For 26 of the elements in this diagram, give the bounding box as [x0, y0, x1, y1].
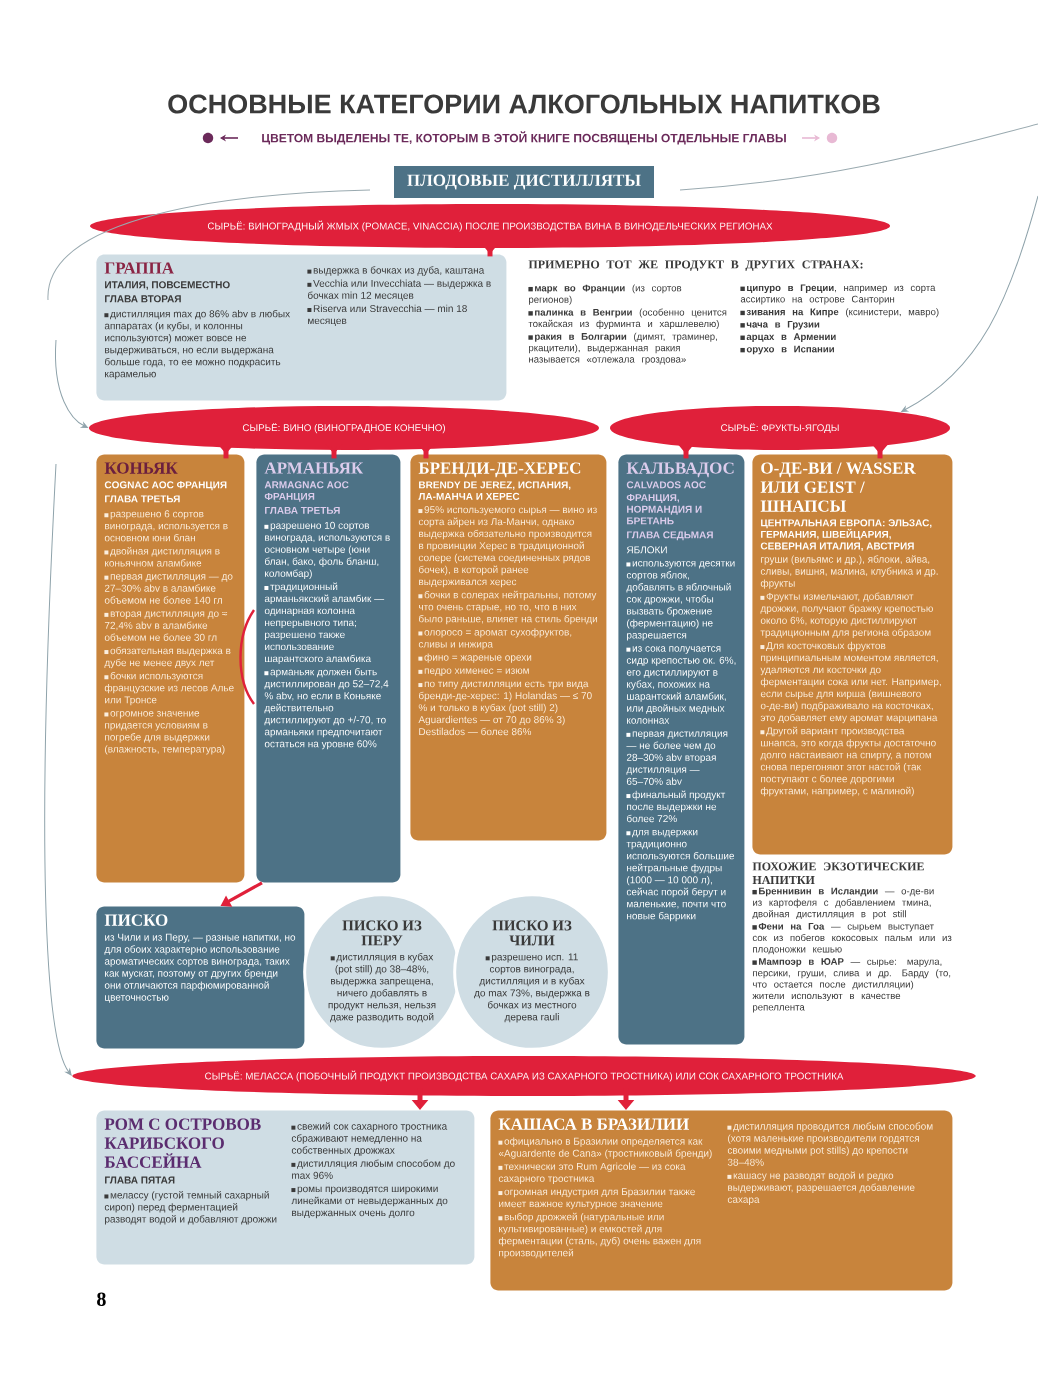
category-circle: [303, 893, 461, 1051]
category-circle: [453, 893, 611, 1051]
section-banner: ПЛОДОВЫЕ ДИСТИЛЛЯТЫ: [394, 166, 654, 198]
box-heading: БРЕНДИ-ДЕ-ХЕРЕС: [418, 462, 581, 478]
arrow: [901, 195, 1038, 413]
box-heading: КОНЬЯК: [104, 462, 178, 474]
box-heading: ПИСКО: [104, 914, 168, 926]
arrow: [44, 463, 72, 1076]
box-heading: АРМАНЬЯК: [264, 462, 364, 474]
title: ОСНОВНЫЕ КАТЕГОРИИ АЛКОГОЛЬНЫХ НАПИТКОВ: [168, 94, 880, 114]
box-heading: РОМ С ОСТРОВОВ КАРИБСКОГО БАССЕЙНА: [104, 1118, 261, 1168]
category-box: [410, 454, 607, 841]
box-heading: КАШАСА В БРАЗИЛИИ: [498, 1118, 689, 1130]
category-box: [96, 906, 305, 1049]
category-box: [752, 454, 953, 855]
page-number: 8: [97, 1292, 106, 1306]
category-box: [490, 1110, 953, 1291]
box-heading: КАЛЬВАДОС: [626, 462, 734, 478]
category-box: [96, 1110, 475, 1265]
box-heading: О-ДЕ-ВИ / WASSER ИЛИ GEIST / ШНАПСЫ: [760, 462, 916, 512]
arrow: [55, 339, 88, 428]
category-box: [96, 454, 245, 883]
box-heading: ГРАППА: [104, 262, 174, 274]
category-box: [256, 454, 401, 883]
category-box: [618, 454, 745, 1045]
category-box: [96, 254, 507, 401]
